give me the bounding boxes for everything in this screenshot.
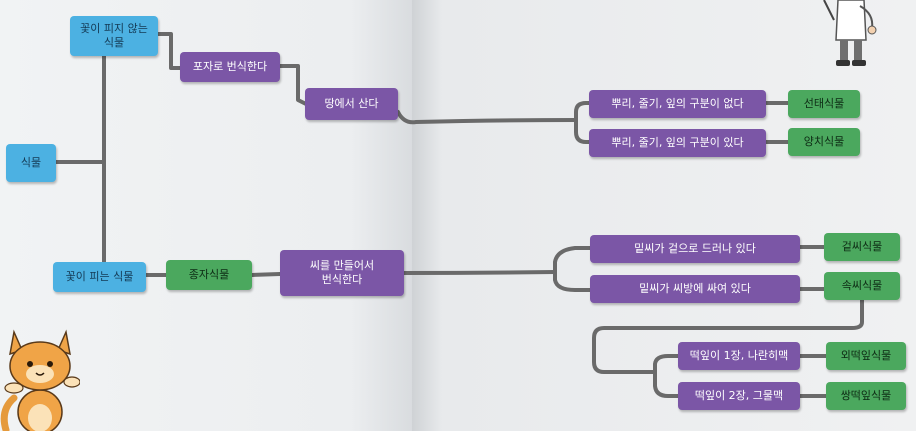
spores-land-line	[278, 64, 308, 106]
ovule-split-line	[553, 246, 592, 292]
make-seeds-node: 씨를 만들어서 번식한다	[280, 250, 404, 296]
nonflowering-spores-line	[156, 32, 187, 70]
cat-character-illustration	[0, 329, 80, 431]
make-right-line	[402, 270, 557, 275]
non-flowering-node: 꽃이 피지 않는 식물	[70, 16, 158, 56]
spores-node: 포자로 번식한다	[180, 52, 280, 82]
split-bottom-line	[574, 118, 592, 144]
distinction-node: 뿌리, 줄기, 잎의 구분이 있다	[589, 129, 766, 157]
dicot-node: 쌍떡잎식물	[826, 382, 906, 410]
angio-down-line	[592, 296, 864, 374]
fern-node: 양치식물	[788, 128, 860, 156]
angiosperm-node: 속씨식물	[824, 272, 900, 300]
split-top-line	[574, 101, 592, 122]
ovule-enclosed-node: 밑씨가 씨방에 싸여 있다	[590, 275, 800, 303]
ovule-exposed-node: 밑씨가 겉으로 드러나 있다	[590, 235, 800, 263]
bryophyte-node: 선태식물	[788, 90, 860, 118]
monocot-node: 외떡잎식물	[826, 342, 906, 370]
gymnosperm-node: 겉씨식물	[824, 233, 900, 261]
seed-plant-node: 종자식물	[166, 260, 252, 290]
two-cotyledons-node: 떡잎이 2장, 그물맥	[678, 382, 800, 410]
cotyledon-split-line	[653, 354, 680, 398]
flowering-node: 꽃이 피는 식물	[53, 262, 146, 292]
plant-node: 식물	[6, 144, 56, 182]
seed-make-line	[250, 272, 282, 277]
on-land-node: 땅에서 산다	[305, 88, 398, 120]
one-cotyledon-node: 떡잎이 1장, 나란히맥	[678, 342, 800, 370]
land-right-line	[396, 110, 578, 125]
no-distinction-node: 뿌리, 줄기, 잎의 구분이 없다	[589, 90, 766, 118]
scientist-character-illustration	[823, 0, 877, 66]
